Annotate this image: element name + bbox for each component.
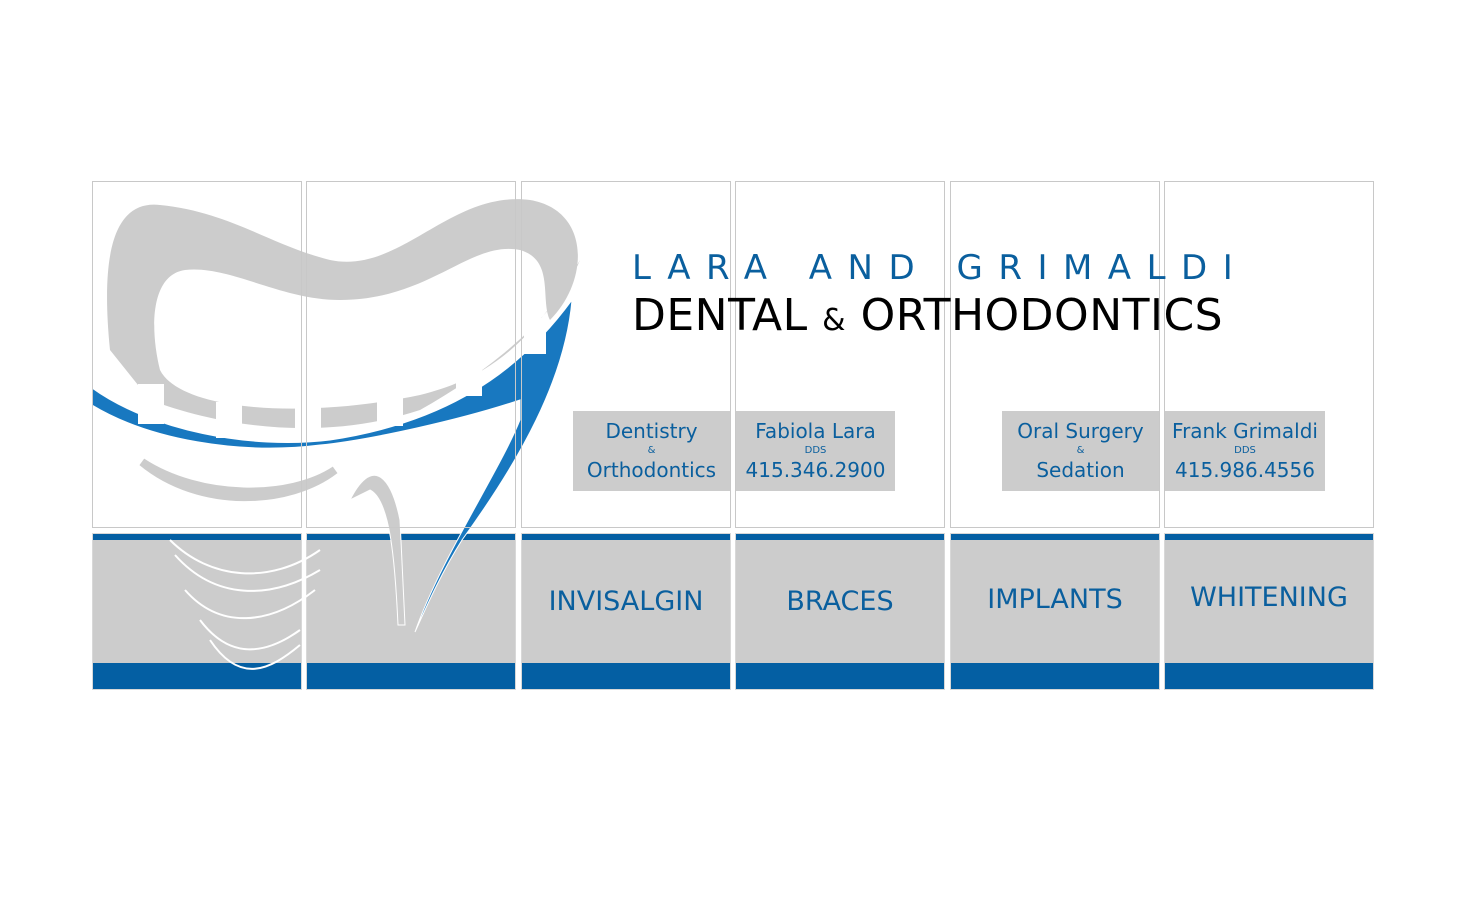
- card-line1: Dentistry: [605, 419, 698, 443]
- doctor-name: Frank Grimaldi: [1172, 419, 1318, 443]
- card-line2: &: [1076, 445, 1085, 456]
- card-line3: Orthodontics: [586, 458, 717, 482]
- card-fabiola-lara: Fabiola Lara DDS 415.346.2900: [736, 411, 895, 491]
- brand-name: LARA AND GRIMALDI: [632, 248, 1249, 288]
- bottom-panel-1: [92, 533, 302, 690]
- service-panel-implants: IMPLANTS: [950, 533, 1160, 690]
- service-label: WHITENING: [1190, 582, 1348, 613]
- top-panel-1: [92, 181, 302, 528]
- card-line3: Sedation: [1036, 458, 1125, 482]
- tagline-orthodontics: ORTHODONTICS: [860, 290, 1224, 341]
- card-oral-surgery: Oral Surgery & Sedation: [1002, 411, 1159, 491]
- doctor-phone: 415.346.2900: [745, 458, 886, 482]
- service-panel-invisalign: INVISALGIN: [521, 533, 731, 690]
- doctor-title: DDS: [804, 445, 827, 456]
- doctor-title: DDS: [1234, 445, 1256, 456]
- doctor-phone: 415.986.4556: [1175, 458, 1315, 482]
- service-panel-whitening: WHITENING: [1164, 533, 1374, 690]
- card-line1: Oral Surgery: [1017, 419, 1144, 443]
- tagline-dental: DENTAL: [632, 290, 808, 341]
- top-panel-6: [1164, 181, 1374, 528]
- card-line2: &: [647, 445, 656, 456]
- bottom-panel-2: [306, 533, 516, 690]
- card-dentistry: Dentistry & Orthodontics: [573, 411, 730, 491]
- service-panel-braces: BRACES: [735, 533, 945, 690]
- service-label: INVISALGIN: [548, 586, 704, 617]
- brand-tagline: DENTAL & ORTHODONTICS: [632, 290, 1223, 341]
- service-label: IMPLANTS: [987, 584, 1123, 615]
- card-frank-grimaldi: Frank Grimaldi DDS 415.986.4556: [1165, 411, 1325, 491]
- tagline-amp: &: [822, 303, 847, 338]
- top-panel-4: [735, 181, 945, 528]
- top-panel-2: [306, 181, 516, 528]
- service-label: BRACES: [786, 586, 894, 617]
- top-panel-5: [950, 181, 1160, 528]
- top-panel-3: [521, 181, 731, 528]
- doctor-name: Fabiola Lara: [755, 419, 876, 443]
